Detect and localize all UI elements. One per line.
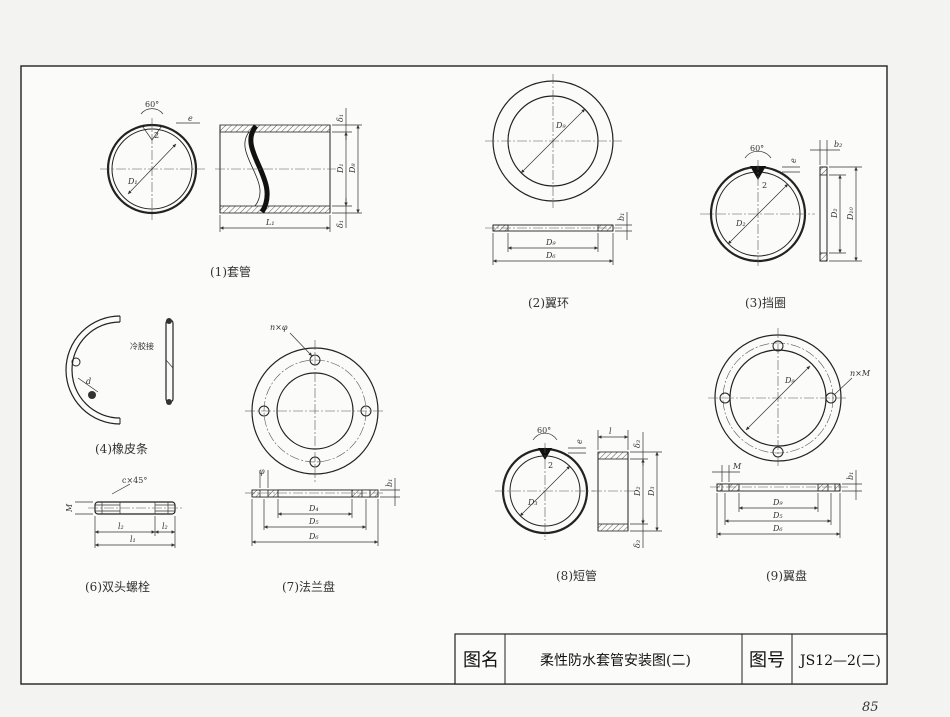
p8-gap: 2 (548, 461, 553, 470)
p3-b2: b₂ (834, 140, 842, 149)
part-8-short-pipe: 60° 2 e D₃ l δ₃ D₂ D₃ δ₃ (8)短管 (495, 426, 662, 583)
p9-d9: D₉ (784, 376, 795, 385)
p6-chamfer: c×45° (122, 476, 147, 485)
p7-n-phi: n×φ (270, 323, 288, 332)
part-1-sleeve: 60° 2 e D₁ L₁ δ₁ D₁ D₈ δ₁ (1)套管 (100, 100, 362, 279)
title-name-value: 柔性防水套管安装图(二) (540, 653, 691, 669)
p8-d3: D₃ (527, 498, 538, 507)
p9-b1: b₁ (846, 472, 855, 480)
p3-d2: D₂ (735, 219, 746, 228)
caption-part-6: (6)双头螺栓 (85, 579, 150, 594)
part-7-flange: n×φ φ b₁ D₄ D₅ D₆ (7)法兰盘 (245, 323, 400, 594)
p6-m: M (65, 503, 74, 513)
title-number-value: JS12—2(二) (798, 653, 881, 669)
p7-d5: D₅ (308, 517, 319, 526)
p7-d4: D₄ (308, 504, 319, 513)
title-name-label: 图名 (463, 650, 499, 671)
p3-angle: 60° (750, 144, 764, 153)
p6-l2-right: l₂ (162, 522, 168, 531)
p3-d10: D₁₀ (846, 206, 855, 221)
p3-d2-side: D₂ (830, 208, 839, 219)
p1-l1: L₁ (265, 218, 275, 227)
part-9-wing-plate: D₉ n×M M b₁ D₉ D₅ D₆ (9)翼盘 (708, 328, 871, 583)
p4-cold-glue: 冷胶接 (130, 341, 154, 351)
p9-d9-sec: D₉ (772, 498, 783, 507)
p1-gap: 2 (154, 131, 159, 140)
caption-part-7: (7)法兰盘 (282, 579, 335, 594)
p2-d6: D₆ (545, 251, 556, 260)
p1-e: e (188, 114, 193, 123)
p9-d5: D₅ (772, 511, 783, 520)
p7-d6: D₆ (308, 532, 319, 541)
caption-part-2: (2)翼环 (528, 296, 569, 310)
p1-delta1-bot: δ₁ (336, 220, 345, 228)
p1-delta1-top: δ₁ (336, 114, 345, 122)
p9-n-m: n×M (850, 369, 871, 378)
p8-d3-side: D₃ (647, 486, 656, 497)
p8-e: e (575, 439, 584, 444)
caption-part-8: (8)短管 (556, 568, 597, 583)
p7-b1: b₁ (385, 479, 394, 487)
p8-delta3-top: δ₃ (633, 440, 642, 448)
caption-part-4: (4)橡皮条 (95, 442, 148, 456)
part-3-retaining-ring: 60° 2 e D₂ b₂ D₂ D₁₀ (3)挡圈 (700, 140, 862, 310)
p2-d9-sec: D₉ (545, 238, 556, 247)
p1-d8: D₈ (348, 163, 357, 174)
p3-gap: 2 (762, 181, 767, 190)
p1-d1: D₁ (127, 177, 138, 186)
p8-angle: 60° (537, 426, 551, 435)
title-block: 图名 柔性防水套管安装图(二) 图号 JS12—2(二) (454, 633, 888, 685)
p9-m: M (732, 462, 742, 471)
p2-b1: b₁ (617, 213, 626, 221)
p4-d: d (86, 377, 91, 386)
p6-l2-left: l₂ (118, 522, 124, 531)
part-6-stud-bolt: c×45° M l₂ l₁ l₂ (6)双头螺栓 (65, 476, 182, 594)
page-number: 85 (862, 700, 879, 715)
p2-d9: D₉ (555, 121, 566, 130)
part-2-wing-ring: D₉ b₁ D₉ D₆ (2)翼环 (485, 74, 632, 310)
caption-part-3: (3)挡圈 (745, 296, 786, 310)
p8-l: l (609, 427, 612, 436)
p6-l1: l₁ (130, 535, 136, 544)
part-4-rubber-strip: d 冷胶接 (4)橡皮条 (65, 315, 174, 456)
p7-phi: φ (259, 467, 265, 476)
p3-e: e (789, 158, 798, 163)
p9-d6: D₆ (772, 524, 783, 533)
title-number-label: 图号 (749, 650, 785, 671)
p8-d2: D₂ (633, 486, 642, 497)
p1-angle: 60° (145, 100, 159, 109)
p8-delta3-bot: δ₃ (633, 540, 642, 548)
p1-d1-side: D₁ (336, 163, 345, 174)
caption-part-1: (1)套管 (210, 264, 251, 279)
caption-part-9: (9)翼盘 (766, 568, 807, 583)
drawing-frame (20, 65, 888, 685)
